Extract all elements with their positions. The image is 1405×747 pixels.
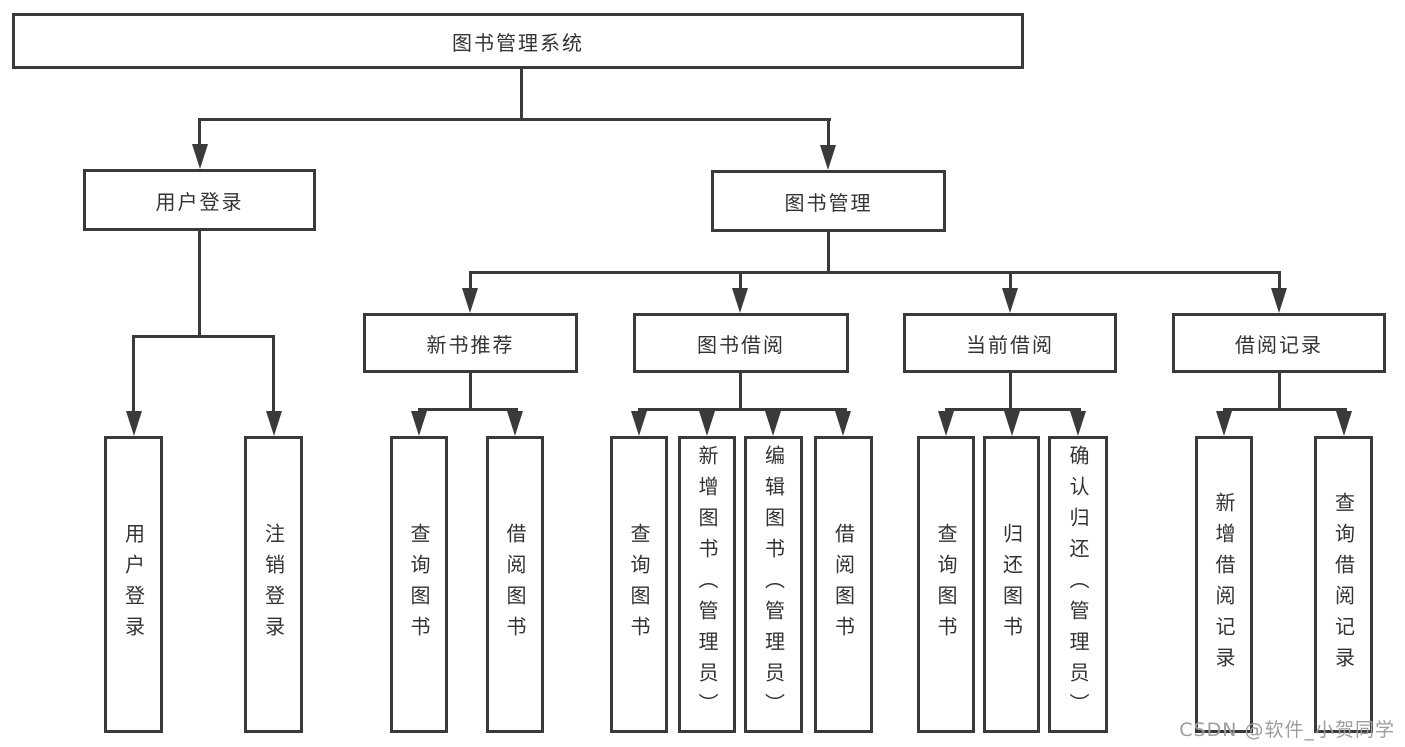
node-leaf-label: 确认归还（管理员） bbox=[1066, 445, 1090, 724]
connector-user-login-rail bbox=[132, 335, 275, 338]
node-leaf-logout: 注销登录 bbox=[244, 436, 303, 733]
connector-level2-drop bbox=[1278, 271, 1281, 292]
connector-user-login-drop bbox=[198, 118, 201, 148]
node-book-borrow: 图书借阅 bbox=[633, 313, 849, 373]
connector-user-login-stem bbox=[198, 231, 201, 335]
node-leaf-confirm-return-admin: 确认归还（管理员） bbox=[1048, 436, 1108, 733]
arrow-down-icon bbox=[820, 145, 836, 170]
arrow-down-icon bbox=[192, 144, 208, 169]
node-leaf-label: 用户登录 bbox=[121, 522, 146, 647]
node-leaf-borrow-book: 借阅图书 bbox=[814, 436, 873, 733]
arrow-down-icon bbox=[411, 411, 427, 436]
connector-book-management-drop bbox=[827, 118, 830, 148]
node-leaf-label: 归还图书 bbox=[999, 522, 1024, 647]
node-leaf-add-borrow-record: 新增借阅记录 bbox=[1195, 436, 1253, 733]
arrow-down-icon bbox=[938, 411, 954, 436]
connector-leaf-drop bbox=[132, 335, 135, 415]
node-root: 图书管理系统 bbox=[12, 13, 1024, 69]
node-book-management-label: 图书管理 bbox=[784, 190, 873, 215]
arrow-down-icon bbox=[126, 411, 142, 436]
connector-book-management-stem bbox=[827, 232, 830, 271]
node-new-book-recommend: 新书推荐 bbox=[363, 313, 578, 373]
node-leaf-label: 查询图书 bbox=[934, 522, 958, 647]
connector-level1-rail bbox=[198, 118, 831, 121]
connector-level2-rail bbox=[469, 271, 1281, 274]
connector-level2-drop bbox=[1009, 271, 1012, 292]
node-user-login: 用户登录 bbox=[83, 169, 316, 231]
connector-level2-drop bbox=[469, 271, 472, 292]
node-borrow-records-label: 借阅记录 bbox=[1235, 332, 1323, 357]
node-leaf-query-book-current: 查询图书 bbox=[917, 436, 975, 733]
node-new-book-recommend-label: 新书推荐 bbox=[426, 332, 515, 357]
watermark: CSDN @软件_小贺同学 bbox=[1179, 719, 1395, 741]
arrow-down-icon bbox=[699, 411, 715, 436]
connector-records-rail bbox=[1223, 408, 1347, 411]
arrow-down-icon bbox=[1271, 288, 1287, 313]
connector-leaf-drop bbox=[272, 335, 275, 415]
node-current-borrow: 当前借阅 bbox=[903, 313, 1117, 373]
arrow-down-icon bbox=[462, 288, 478, 313]
node-leaf-label: 借阅图书 bbox=[831, 522, 856, 647]
arrow-down-icon bbox=[1336, 411, 1352, 436]
arrow-down-icon bbox=[765, 411, 781, 436]
connector-borrow-stem bbox=[739, 373, 742, 408]
node-current-borrow-label: 当前借阅 bbox=[966, 332, 1054, 357]
node-leaf-label: 查询图书 bbox=[627, 522, 651, 647]
node-leaf-label: 注销登录 bbox=[261, 522, 286, 647]
node-borrow-records: 借阅记录 bbox=[1172, 313, 1386, 373]
connector-level2-drop bbox=[739, 271, 742, 292]
arrow-down-icon bbox=[1070, 411, 1086, 436]
node-leaf-label: 查询借阅记录 bbox=[1331, 491, 1356, 678]
connector-recommend-rail bbox=[418, 408, 518, 411]
connector-records-stem bbox=[1278, 373, 1281, 408]
arrow-down-icon bbox=[631, 411, 647, 436]
node-leaf-query-borrow-record: 查询借阅记录 bbox=[1314, 436, 1373, 733]
arrow-down-icon bbox=[732, 288, 748, 313]
node-leaf-query-book-recommend: 查询图书 bbox=[390, 436, 448, 733]
node-book-borrow-label: 图书借阅 bbox=[697, 332, 785, 357]
arrow-down-icon bbox=[835, 411, 851, 436]
connector-current-rail bbox=[945, 408, 1081, 411]
node-leaf-label: 新增图书（管理员） bbox=[695, 445, 719, 724]
arrow-down-icon bbox=[507, 411, 523, 436]
node-leaf-query-book-borrow: 查询图书 bbox=[610, 436, 668, 733]
connector-borrow-rail bbox=[638, 408, 847, 411]
connector-root-stem bbox=[520, 69, 523, 119]
node-leaf-label: 编辑图书（管理员） bbox=[761, 445, 786, 724]
node-leaf-borrow-book-recommend: 借阅图书 bbox=[486, 436, 544, 733]
connector-recommend-stem bbox=[469, 373, 472, 408]
node-root-label: 图书管理系统 bbox=[452, 30, 584, 55]
node-book-management: 图书管理 bbox=[711, 170, 946, 232]
arrow-down-icon bbox=[1004, 411, 1020, 436]
node-leaf-return-book: 归还图书 bbox=[983, 436, 1040, 733]
node-leaf-label: 查询图书 bbox=[407, 522, 431, 647]
node-user-login-label: 用户登录 bbox=[155, 189, 244, 214]
node-leaf-label: 新增借阅记录 bbox=[1212, 491, 1236, 678]
arrow-down-icon bbox=[266, 411, 282, 436]
connector-current-stem bbox=[1009, 373, 1012, 408]
node-leaf-label: 借阅图书 bbox=[503, 522, 527, 647]
arrow-down-icon bbox=[1216, 411, 1232, 436]
node-leaf-user-login: 用户登录 bbox=[104, 436, 163, 733]
arrow-down-icon bbox=[1002, 288, 1018, 313]
node-leaf-add-book-admin: 新增图书（管理员） bbox=[678, 436, 736, 733]
node-leaf-edit-book-admin: 编辑图书（管理员） bbox=[744, 436, 803, 733]
